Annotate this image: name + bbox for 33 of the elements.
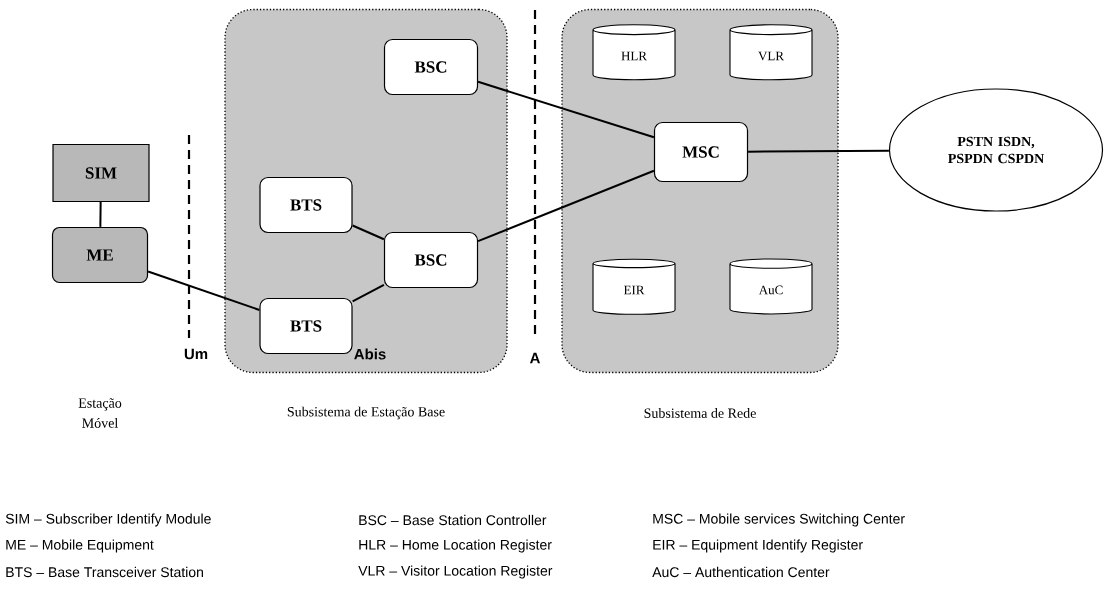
database-cylinder: AuC: [729, 258, 813, 315]
component-box: SIM: [52, 143, 150, 203]
legend-text: BTS – Base Transceiver Station: [6, 566, 203, 578]
database-cylinder: EIR: [592, 258, 676, 315]
connection-line: [99, 201, 102, 228]
interface-label: Um: [184, 348, 208, 360]
node-label: Subsistema de Estação Base: [287, 406, 445, 420]
legend-text: BSC – Base Station Controller: [359, 514, 547, 526]
network-element-box: BTS: [259, 297, 353, 355]
connection-line: [147, 270, 261, 311]
legend-text: VLR – Visitor Location Register: [358, 565, 553, 579]
connection-line: [477, 80, 655, 139]
connection-line: [351, 283, 385, 303]
database-cylinder: HLR: [592, 24, 676, 81]
connection-line: [477, 169, 655, 243]
interface-label: A: [529, 352, 540, 364]
legend-text: HLR – Home Location Register: [359, 539, 552, 553]
network-element-box: MSC: [653, 121, 749, 183]
legend-text: MSC – Mobile services Switching Center: [653, 513, 905, 527]
interface-label: Abis: [354, 348, 386, 360]
network-element-box: BSC: [383, 38, 479, 96]
connection-line: [351, 224, 385, 241]
connection-line: [747, 149, 890, 153]
network-element-box: BTS: [259, 176, 353, 234]
mobile-station-label: Estação Móvel: [78, 398, 122, 428]
component-box: ME: [51, 226, 149, 284]
legend-text: AuC – Authentication Center: [652, 566, 830, 578]
legend-text: SIM – Subscriber Identify Module: [5, 513, 211, 527]
node-label: Subsistema de Rede: [644, 408, 756, 418]
legend-text: EIR – Equipment Identify Register: [653, 539, 863, 553]
database-cylinder: VLR: [729, 24, 813, 81]
legend-text: ME – Mobile Equipment: [6, 539, 154, 553]
network-element-box: BSC: [383, 231, 479, 289]
